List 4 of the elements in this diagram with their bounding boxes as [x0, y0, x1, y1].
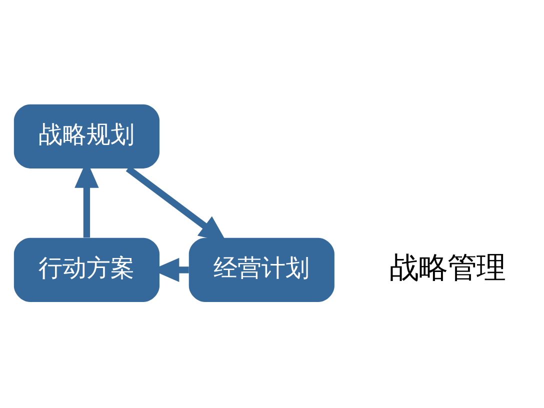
label: 战略管理 [389, 250, 506, 284]
node-box: 战略规划 [14, 104, 160, 168]
node-box: 行动方案 [14, 237, 160, 302]
node-box: 经营计划 [188, 237, 334, 302]
